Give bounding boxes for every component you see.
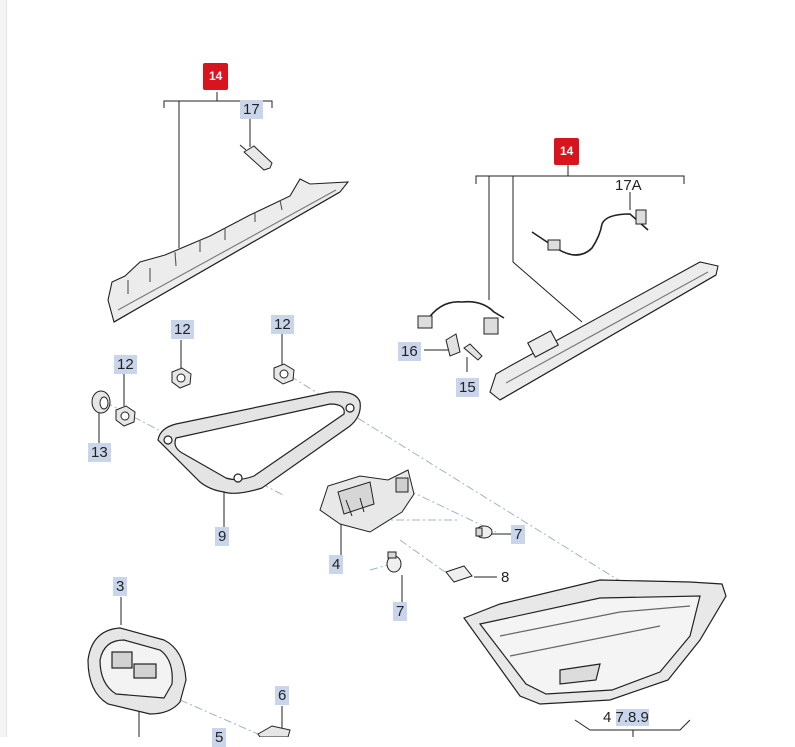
callout-17a[interactable]: 17A [615, 177, 642, 194]
callout-15[interactable]: 15 [456, 378, 479, 397]
callout-4[interactable]: 4 [329, 555, 344, 574]
nut-12-c [115, 405, 136, 427]
callout-6[interactable]: 6 [275, 686, 290, 705]
callout-5[interactable]: 5 [212, 728, 227, 747]
callout-16[interactable]: 16 [398, 342, 421, 361]
callout-17[interactable]: 17 [240, 100, 263, 119]
callout-7-b[interactable]: 7 [393, 602, 408, 621]
bulb-7-b [386, 551, 402, 573]
gasket-9 [157, 391, 361, 494]
callout-group[interactable]: 4 7.8.9 [600, 708, 652, 727]
callout-12-b[interactable]: 12 [271, 315, 294, 334]
callout-7-a[interactable]: 7 [511, 525, 526, 544]
bulb-8 [445, 565, 473, 583]
bulb-15 [463, 343, 483, 361]
brake-light-strip-left [107, 178, 350, 323]
nut-12-b [273, 363, 295, 385]
grommet-13 [91, 390, 111, 414]
callout-3[interactable]: 3 [113, 577, 128, 596]
tail-lamp-inner [463, 579, 727, 705]
connector-6 [257, 725, 291, 737]
nut-12-a [171, 367, 192, 389]
bulb-7-a [475, 525, 493, 539]
bulb-carrier-3 [87, 627, 187, 715]
callout-9[interactable]: 9 [215, 527, 230, 546]
callout-13[interactable]: 13 [88, 443, 111, 462]
bulb-17 [239, 144, 273, 171]
callout-14-right[interactable]: 14 [554, 138, 580, 165]
wiring-harness-17a [531, 209, 649, 256]
callout-group-first: 4 [603, 709, 612, 726]
callout-8[interactable]: 8 [501, 569, 510, 586]
callout-group-rest: 7.8.9 [615, 709, 649, 726]
wiring-harness-lower [417, 300, 505, 335]
callout-14-left[interactable]: 14 [203, 63, 229, 90]
callout-12-a[interactable]: 12 [171, 320, 194, 339]
brake-light-strip-right [489, 261, 719, 401]
callout-12-c[interactable]: 12 [114, 355, 137, 374]
bulb-holder-4 [319, 469, 415, 533]
clip-16 [445, 333, 461, 357]
